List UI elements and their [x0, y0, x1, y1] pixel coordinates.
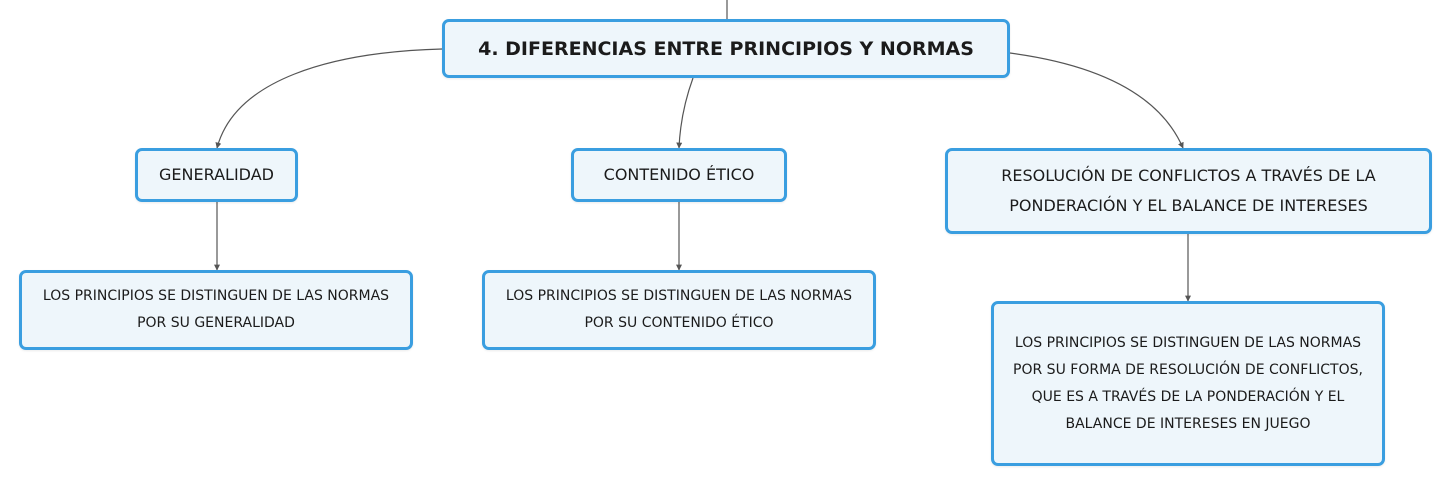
connector-root-to-generality — [215, 48, 443, 149]
subtopic-node-resolucion-conflictos[interactable]: LOS PRINCIPIOS SE DISTINGUEN DE LAS NORM… — [991, 301, 1385, 466]
subtopic-label-contenido-etico: LOS PRINCIPIOS SE DISTINGUEN DE LAS NORM… — [505, 288, 853, 331]
topic-label-generalidad: GENERALIDAD — [159, 165, 274, 184]
connector-root-to-ethic — [676, 77, 694, 149]
topic-label-contenido-etico: CONTENIDO ÉTICO — [603, 165, 755, 184]
topic-label-resolucion-conflictos: RESOLUCIÓN DE CONFLICTOS A TRAVÉS DE LA … — [1001, 166, 1376, 215]
topic-node-contenido-etico[interactable]: CONTENIDO ÉTICO — [571, 148, 787, 202]
connector-root-to-conflict — [1009, 52, 1184, 149]
subtopic-node-generalidad[interactable]: LOS PRINCIPIOS SE DISTINGUEN DE LAS NORM… — [19, 270, 413, 350]
root-topic-label: 4. DIFERENCIAS ENTRE PRINCIPIOS Y NORMAS — [478, 37, 974, 60]
topic-node-resolucion-conflictos[interactable]: RESOLUCIÓN DE CONFLICTOS A TRAVÉS DE LA … — [945, 148, 1432, 234]
subtopic-label-resolucion-conflictos: LOS PRINCIPIOS SE DISTINGUEN DE LAS NORM… — [1013, 334, 1363, 432]
subtopic-label-generalidad: LOS PRINCIPIOS SE DISTINGUEN DE LAS NORM… — [42, 288, 390, 331]
root-topic-node[interactable]: 4. DIFERENCIAS ENTRE PRINCIPIOS Y NORMAS — [442, 19, 1010, 78]
topic-node-generalidad[interactable]: GENERALIDAD — [135, 148, 298, 202]
subtopic-node-contenido-etico[interactable]: LOS PRINCIPIOS SE DISTINGUEN DE LAS NORM… — [482, 270, 876, 350]
